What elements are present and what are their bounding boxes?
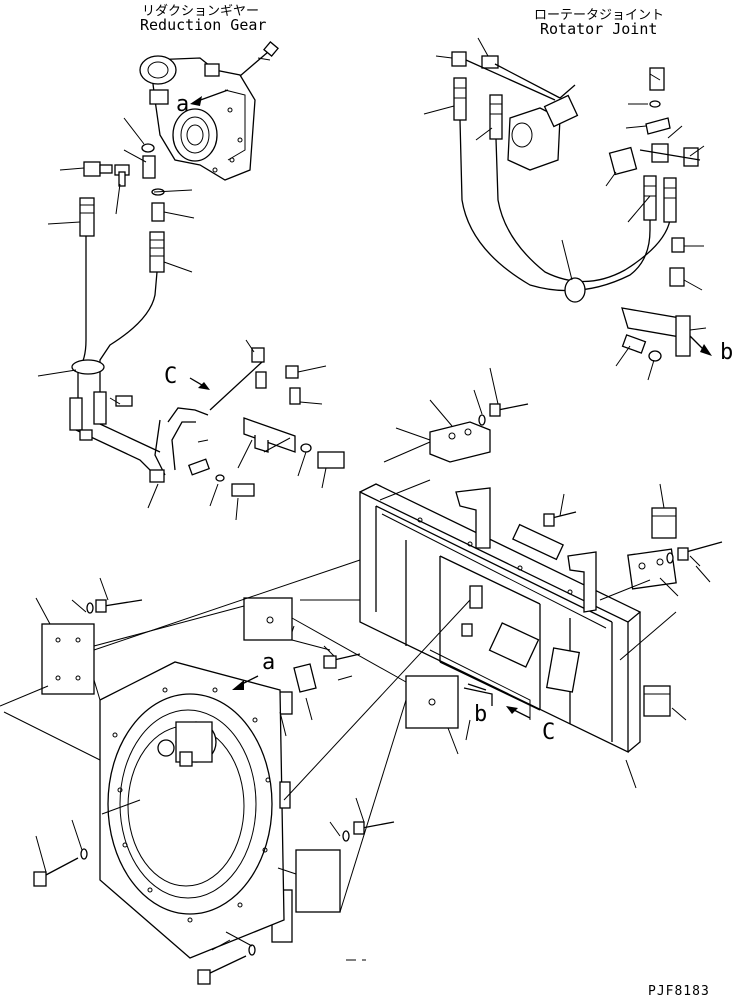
ref-arrowhead-a-bottom <box>232 680 244 690</box>
rotator-brackets <box>608 67 712 362</box>
housing-plate <box>99 661 291 959</box>
ref-arrow-b-bottom <box>463 687 493 706</box>
frame-pads <box>41 421 677 943</box>
leader-lines <box>35 37 711 951</box>
rotator-joint-label-en: Rotator Joint <box>540 20 658 38</box>
reduction-gear-label-jp: リダクションギヤー <box>142 4 260 19</box>
rotator-joint <box>507 84 579 171</box>
ref-letter-b-top: b <box>720 340 734 365</box>
ref-letter-c-bottom: C <box>542 720 556 745</box>
bolts <box>33 403 723 985</box>
rotator-joint-label-jp: ローテータジョイント <box>534 8 665 23</box>
reduction-gear-label-en: Reduction Gear <box>140 16 267 34</box>
ref-arrowhead-c-top <box>198 382 210 390</box>
drawing-number: PJF8183 <box>648 984 710 999</box>
gear-mount-bolt <box>239 41 279 77</box>
ref-arrowhead-c-bottom <box>506 706 518 714</box>
assembly-lines <box>0 441 677 913</box>
main-frame <box>359 483 642 754</box>
ref-letter-c-top: C <box>164 364 178 389</box>
gear-hoses <box>69 236 255 497</box>
reduction-gear <box>139 55 256 181</box>
ref-arrowhead-a-top <box>190 96 202 106</box>
ref-letter-b-bottom: b <box>474 702 488 727</box>
gear-fittings <box>79 143 165 273</box>
center-manifold <box>209 347 345 469</box>
ref-letter-a-bottom: a <box>262 650 276 675</box>
rotator-hoses <box>451 51 685 303</box>
ref-letter-a-top: a <box>176 92 190 117</box>
